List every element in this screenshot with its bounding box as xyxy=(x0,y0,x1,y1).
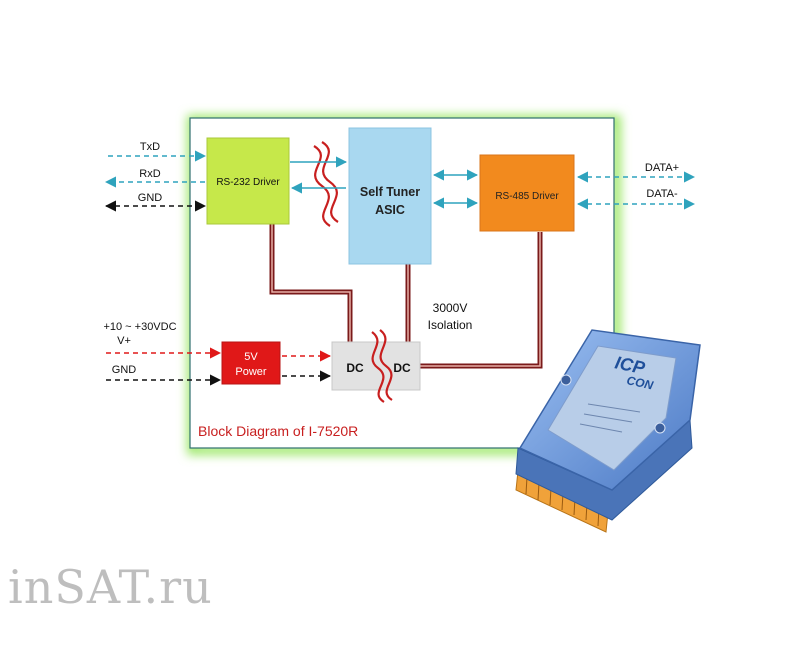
power-5v-block xyxy=(221,341,281,385)
rs232-driver-label: RS-232 Driver xyxy=(216,177,280,188)
asic-label-line1: Self Tuner xyxy=(360,185,420,199)
vin-range-label: +10 ~ +30VDC xyxy=(103,321,176,333)
device-brand-line2: CON xyxy=(625,373,654,392)
site-watermark: inSAT.ru xyxy=(8,560,213,614)
rs232-driver-block xyxy=(206,137,290,225)
power-label-line2: Power xyxy=(235,366,267,378)
rs485-driver-block xyxy=(479,154,575,232)
dc-left-label: DC xyxy=(346,361,364,375)
txd-label: TxD xyxy=(140,141,160,153)
isolation-break-bottom xyxy=(371,329,393,403)
gnd-bottom-label: GND xyxy=(112,364,137,376)
vplus-label: V+ xyxy=(117,335,131,347)
dc-right-label: DC xyxy=(393,361,411,375)
data-minus-label: DATA- xyxy=(646,188,678,200)
rxd-label: RxD xyxy=(139,168,160,180)
asic-block xyxy=(348,127,432,265)
gnd-top-label: GND xyxy=(138,192,163,204)
isolation-label-line1: 3000V xyxy=(433,301,468,315)
isolation-break-top xyxy=(313,141,339,227)
i7520r-device-image: ICP CON xyxy=(515,329,701,533)
isolation-label-line2: Isolation xyxy=(428,318,473,332)
asic-label-line2: ASIC xyxy=(375,203,405,217)
data-plus-label: DATA+ xyxy=(645,162,679,174)
power-label-line1: 5V xyxy=(244,351,258,363)
diagram-caption: Block Diagram of I-7520R xyxy=(198,423,358,439)
rs485-driver-label: RS-485 Driver xyxy=(495,191,559,202)
